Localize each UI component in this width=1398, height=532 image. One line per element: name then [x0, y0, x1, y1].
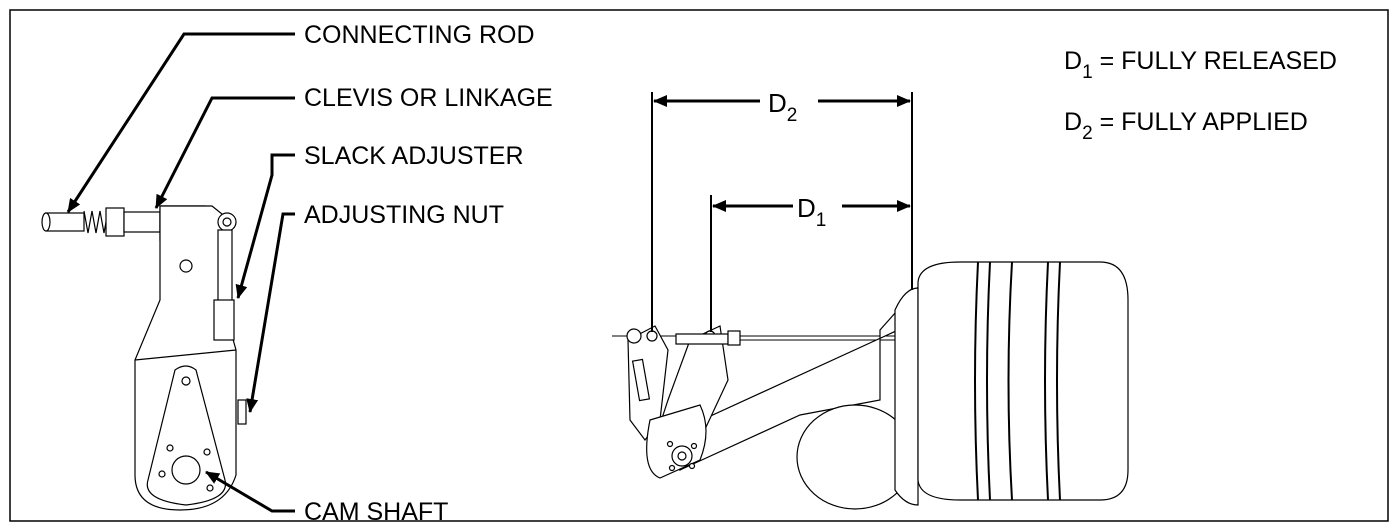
- connecting-rod-drawing: [41, 207, 161, 237]
- label-slack-adjuster: SLACK ADJUSTER: [304, 142, 524, 170]
- slack-adjuster-applied: [626, 325, 669, 441]
- label-adjusting-nut: ADJUSTING NUT: [304, 201, 504, 229]
- label-cam-shaft: CAM SHAFT: [304, 498, 448, 526]
- connecting-rod-leader: [66, 32, 295, 213]
- chamber-body: [917, 261, 1129, 501]
- slack-adjuster-leader: [235, 153, 295, 299]
- chamber-clamp: [894, 287, 919, 506]
- label-clevis-or-linkage: CLEVIS OR LINKAGE: [304, 84, 553, 112]
- slack-adjuster-released: [646, 325, 741, 479]
- adjuster-link: [213, 212, 237, 341]
- adjusting-nut-leader: [246, 212, 295, 413]
- dimension-lines: [651, 92, 913, 332]
- legend-d1: D1 = FULLY RELEASED: [1064, 47, 1337, 83]
- diagram-border: [9, 9, 1389, 522]
- brake-chamber-assembly: [612, 261, 1129, 510]
- slack-adjuster-drawing: [41, 205, 247, 511]
- clevis-leader: [154, 96, 295, 209]
- leader-lines: [66, 32, 295, 513]
- cam-shaft-leader: [205, 470, 295, 513]
- dim-label-d2: D2: [768, 88, 797, 126]
- legend-d2: D2 = FULLY APPLIED: [1064, 108, 1308, 144]
- label-connecting-rod: CONNECTING ROD: [304, 21, 535, 49]
- dim-label-d1: D1: [797, 193, 826, 231]
- slack-adjuster-arm: [134, 205, 237, 511]
- adjusting-nut-drawing: [237, 399, 247, 425]
